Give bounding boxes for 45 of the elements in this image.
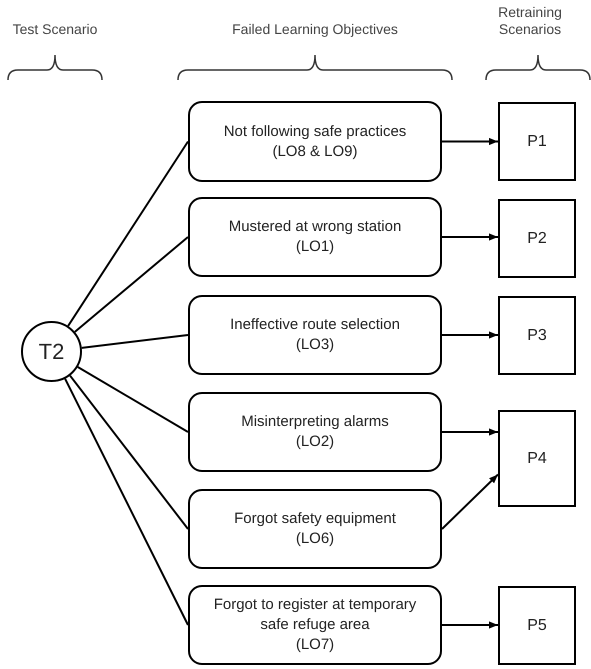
objective-box (188, 489, 442, 569)
retraining-box (498, 410, 576, 507)
objective-code: (LO3) (296, 335, 334, 355)
node-text: Not following safe practices (224, 122, 406, 142)
objective-code: (LO1) (296, 237, 334, 257)
node-text: Forgot safety equipment (234, 509, 396, 529)
node-text: P1 (527, 132, 547, 152)
retraining-box (498, 296, 576, 375)
retraining-box (498, 199, 576, 278)
column-heading: Failed Learning Objectives (231, 21, 399, 38)
connector-line (77, 366, 188, 433)
node-text: P4 (527, 448, 547, 468)
arrow (442, 621, 498, 629)
connector-line (64, 378, 189, 626)
objective-box (188, 392, 442, 472)
node-text: Ineffective route selection (230, 315, 400, 335)
node-text: P5 (527, 616, 547, 636)
objective-code: (LO6) (296, 529, 334, 549)
arrow (442, 233, 498, 241)
objective-box (188, 101, 442, 182)
arrow (442, 331, 498, 339)
objective-code: (LO2) (296, 432, 334, 452)
connector-line (69, 375, 189, 530)
column-heading: Retraining Scenarios (497, 4, 563, 38)
connector-line (82, 334, 188, 349)
arrow (442, 138, 498, 146)
objective-code: (LO7) (296, 635, 334, 655)
node-text: T2 (38, 342, 64, 362)
retraining-box (498, 102, 576, 181)
node-text: Misinterpreting alarms (241, 412, 389, 432)
arrow (441, 474, 499, 530)
node-text: P2 (527, 228, 547, 248)
connector-line (67, 140, 189, 326)
objective-box (188, 197, 442, 277)
objective-code: (LO8 & LO9) (272, 142, 358, 162)
scenario-circle (21, 321, 82, 382)
column-heading: Test Scenario (12, 21, 98, 38)
node-text: Mustered at wrong station (228, 217, 402, 237)
arrow (442, 428, 498, 436)
node-text: Forgot to register at temporary safe refuge area (212, 595, 418, 635)
retraining-box (498, 586, 576, 665)
node-text: P3 (527, 326, 547, 346)
connector-line (74, 236, 189, 333)
objective-box (188, 585, 442, 665)
objective-box (188, 295, 442, 375)
